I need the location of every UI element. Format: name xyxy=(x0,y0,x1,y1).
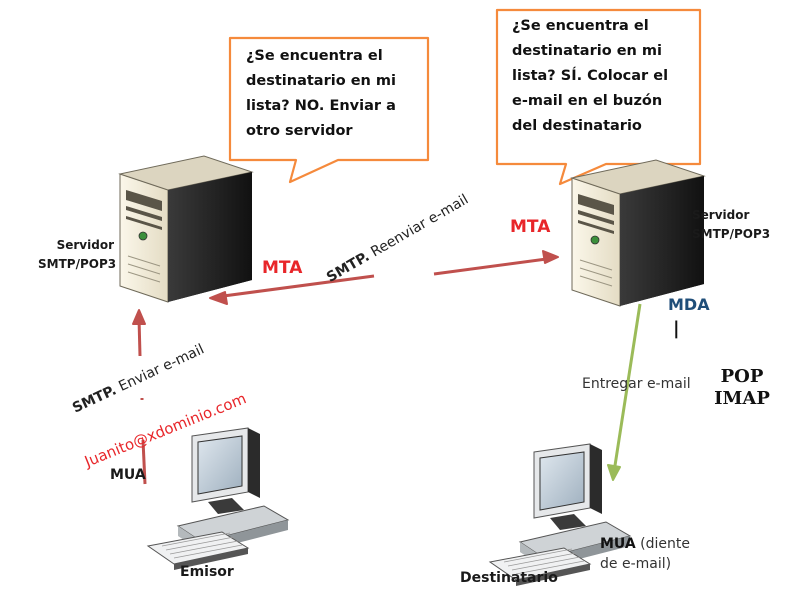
send-arrow xyxy=(132,309,147,485)
mta-left-label: MTA xyxy=(262,258,303,278)
recipient-mua-label: MUA (diente de e-mail) xyxy=(600,534,690,574)
sender-mua-label: MUA xyxy=(110,467,146,483)
deliver-flow-label: Entregar e-mail xyxy=(582,376,691,392)
server-left-label-line2: SMTP/POP3 xyxy=(38,257,117,271)
callout-right-line: del destinatario xyxy=(512,118,642,134)
sender-computer-icon xyxy=(147,427,289,571)
relay-arrow xyxy=(433,250,559,276)
return-arrow xyxy=(209,274,375,305)
callout-right-line: destinatario en mi xyxy=(512,43,662,59)
server-right-icon xyxy=(571,159,705,307)
recipient-mua-note: (diente xyxy=(635,536,690,552)
mda-separator: | xyxy=(673,318,680,339)
server-left-label-line1: Servidor xyxy=(56,238,114,252)
callout-left-line: destinatario en mi xyxy=(246,73,396,89)
recipient-caption: Destinatario xyxy=(460,570,558,586)
protocol-imap: IMAP xyxy=(714,388,770,409)
server-right-label-line2: SMTP/POP3 xyxy=(692,227,771,241)
callout-right-line: lista? SÍ. Colocar el xyxy=(512,68,669,84)
recipient-mua-note-line2: de e-mail) xyxy=(600,556,672,572)
server-right-label: Servidor SMTP/POP3 xyxy=(692,206,770,244)
protocol-pop: POP xyxy=(720,366,764,387)
callout-left-line: otro servidor xyxy=(246,123,353,139)
server-left-icon xyxy=(119,155,253,303)
server-right-label-line1: Servidor xyxy=(692,208,750,222)
callout-left-line: ¿Se encuentra el xyxy=(246,48,383,64)
callout-right-line: ¿Se encuentra el xyxy=(512,18,649,34)
callout-right-bubble xyxy=(495,8,702,186)
callout-left-bubble xyxy=(228,36,430,184)
access-protocols: POP IMAP xyxy=(704,366,780,410)
callout-left-line: lista? NO. Enviar a xyxy=(246,98,396,114)
callout-left-text: ¿Se encuentra el destinatario en mi list… xyxy=(246,44,426,144)
callout-right-line: e-mail en el buzón xyxy=(512,93,663,109)
mda-label: MDA xyxy=(668,295,710,314)
recipient-mua-agent: MUA xyxy=(600,536,636,552)
server-left-label: Servidor SMTP/POP3 xyxy=(38,236,117,274)
deliver-arrow xyxy=(607,303,642,481)
mta-right-label: MTA xyxy=(510,217,551,237)
sender-caption: Emisor xyxy=(180,564,234,580)
callout-right-text: ¿Se encuentra el destinatario en mi list… xyxy=(512,14,698,139)
